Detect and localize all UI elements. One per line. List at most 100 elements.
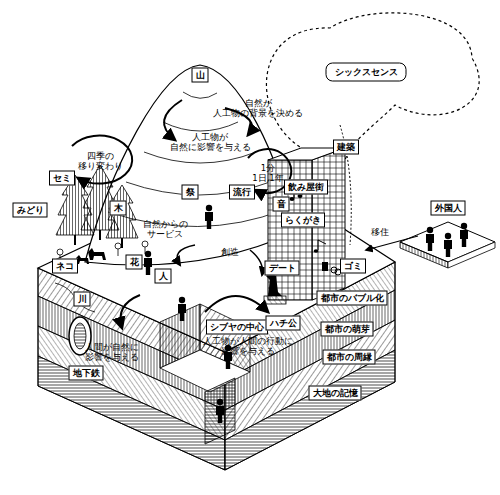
cycle-arrow <box>72 136 132 184</box>
annotation: 人工物が人間の行動に 影響を与える <box>203 336 293 356</box>
label-box: 人 <box>155 269 172 284</box>
box-text: セミ <box>53 173 71 184</box>
hachiko-pedestal <box>264 296 286 304</box>
box-text: 都市のバブル化 <box>321 293 384 304</box>
music-note <box>290 197 295 201</box>
label-box: 大地の記憶 <box>309 386 362 401</box>
annotation: 人間が自然に 影響を与える <box>85 342 139 362</box>
person <box>178 297 186 321</box>
music-note <box>314 249 319 253</box>
box-text: 流行 <box>233 187 251 198</box>
label-box: シックスセンス <box>326 63 407 82</box>
box-text: 山 <box>196 70 205 81</box>
annotation: 自然からの サービス <box>143 219 188 239</box>
platform-side <box>400 242 448 268</box>
label-box: 地下鉄 <box>69 366 104 381</box>
label-box: 山 <box>192 68 209 83</box>
annotation-text: 四季の 移り変わり <box>78 151 123 171</box>
label-box: 流行 <box>229 185 255 200</box>
label-box: デート <box>265 261 300 276</box>
annotation: 四季の 移り変わり <box>78 151 123 171</box>
platform-side <box>448 242 495 268</box>
label-box: 祭 <box>182 185 199 200</box>
annotation: 創造 <box>221 247 239 257</box>
label-box: シブヤの中心 <box>206 320 268 335</box>
box-text: 地下鉄 <box>73 368 100 379</box>
box-text: 川 <box>78 294 87 305</box>
annotation: 1分 1日,1年 <box>252 163 284 183</box>
label-box: 木 <box>110 201 127 216</box>
label-box: 都市の周縁 <box>323 350 376 365</box>
box-text: みどり <box>17 205 44 216</box>
annotation: 移住 <box>371 227 389 237</box>
foreigners-platform <box>400 222 495 268</box>
box-text: らくがき <box>285 215 321 226</box>
annotation: 人工物が 自然に影響を与える <box>170 132 251 152</box>
annotation-text: 移住 <box>371 227 389 237</box>
label-box: 飲み屋街 <box>284 180 328 195</box>
label-box: 川 <box>74 292 91 307</box>
contour <box>183 92 217 98</box>
building <box>268 148 345 300</box>
label-box: ハチ公 <box>266 316 301 331</box>
box-text: 大地の記憶 <box>313 388 358 399</box>
cycle-arrow <box>164 100 182 140</box>
contour <box>163 122 238 131</box>
label-box: 都市の萌芽 <box>321 322 374 337</box>
cycle-arrow <box>120 295 140 328</box>
label-box: らくがき <box>281 213 325 228</box>
box-text: 飲み屋街 <box>288 182 324 193</box>
person <box>216 399 224 423</box>
hachiko-statue <box>266 272 282 296</box>
box-text: 都市の周縁 <box>327 352 372 363</box>
box-text: 音 <box>277 199 286 210</box>
box-text: デート <box>269 263 296 274</box>
box-text: 都市の萌芽 <box>325 324 370 335</box>
label-box: ネコ <box>52 259 78 274</box>
flower <box>57 249 63 255</box>
trash-can <box>322 262 328 271</box>
contour <box>144 152 256 163</box>
cycle-arrow <box>205 296 268 312</box>
cycle-arrow <box>250 250 263 275</box>
annotation-text: 人工物が人間の行動に 影響を与える <box>203 336 293 356</box>
box-text: 木 <box>114 203 123 214</box>
label-box: みどり <box>13 203 48 218</box>
person <box>460 223 468 247</box>
music-note <box>298 194 303 198</box>
pit-floor <box>160 350 250 392</box>
box-text: 花 <box>130 257 139 268</box>
label-box: 建築 <box>333 140 359 155</box>
flower <box>142 241 148 247</box>
person <box>444 233 452 257</box>
label-box: 外国人 <box>431 201 466 216</box>
box-text: シックスセンス <box>335 67 398 78</box>
trunk <box>74 235 76 245</box>
label-box: ゴミ <box>340 259 366 274</box>
annotation: 自然が 人工物の背景を決める <box>213 98 303 118</box>
trunk <box>99 230 101 240</box>
cycle-arrow <box>177 245 195 265</box>
person <box>205 205 213 229</box>
annotation-text: 人工物が 自然に影響を与える <box>170 132 251 152</box>
annotation-text: 人間が自然に 影響を与える <box>85 342 139 362</box>
box-text: 人 <box>159 271 168 282</box>
box-text: 建築 <box>337 142 355 153</box>
stem <box>118 249 119 256</box>
person <box>144 251 152 275</box>
pit-wall <box>205 378 235 444</box>
box-text: ハチ公 <box>270 318 297 329</box>
box-text: ネコ <box>56 261 74 272</box>
tree <box>106 185 138 238</box>
sixth-sense-cloud <box>266 13 479 160</box>
migration-arrow <box>366 236 418 250</box>
box-text: シブヤの中心 <box>210 322 264 333</box>
river <box>55 283 95 312</box>
box-text: 外国人 <box>435 203 462 214</box>
label-box: 都市のバブル化 <box>317 291 388 306</box>
stratum <box>225 350 395 470</box>
subway-tunnel-inner <box>74 323 86 349</box>
platform-top <box>400 222 495 262</box>
